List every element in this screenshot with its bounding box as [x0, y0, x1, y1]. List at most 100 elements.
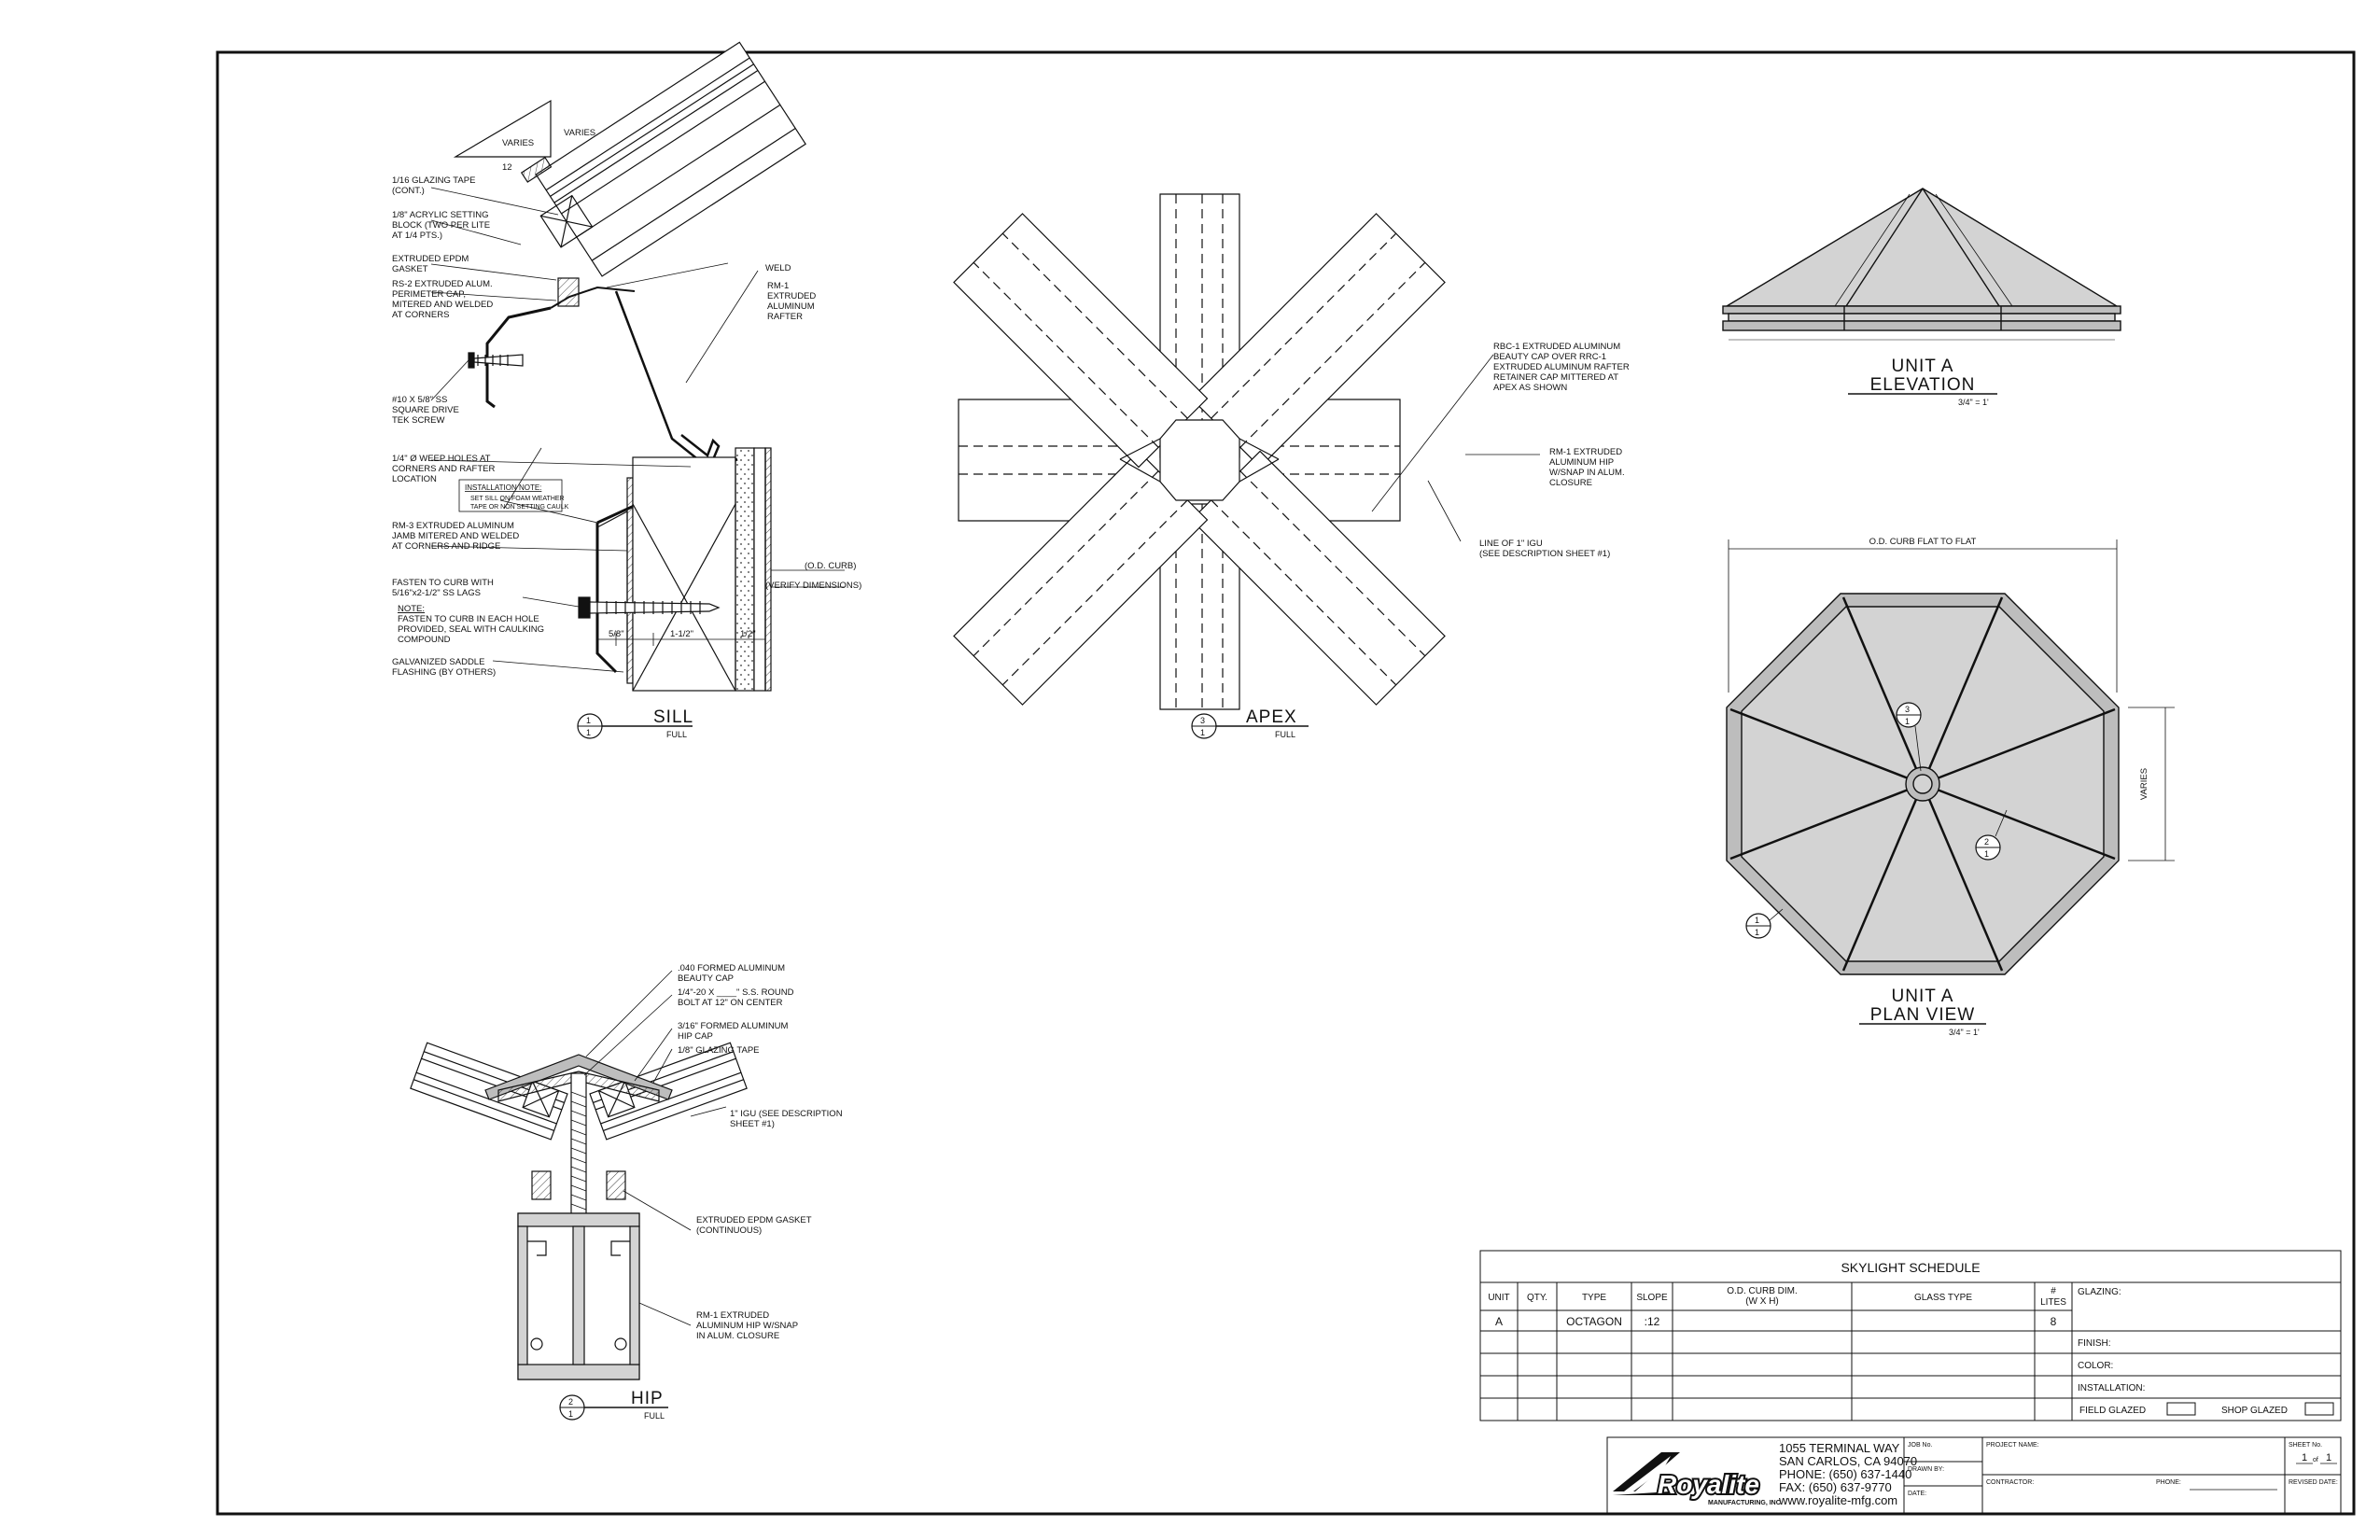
- callout-weld: WELD: [765, 263, 791, 273]
- field-glazed-checkbox[interactable]: [2166, 1402, 2196, 1416]
- apex-callouts: [1371, 354, 1540, 542]
- callout-verify: (VERIFY DIMENSIONS): [765, 581, 861, 591]
- slope-varies-label: VARIES: [564, 128, 595, 138]
- plan-title-1: UNIT A: [1892, 987, 1954, 1006]
- dim-1-1-2: 1-1/2": [670, 629, 693, 639]
- schedule-color-label: COLOR:: [2078, 1361, 2113, 1371]
- plan-od-curb-label: O.D. CURB FLAT TO FLAT: [1869, 537, 1977, 547]
- schedule-text: SKYLIGHT SCHEDULE UNIT QTY. TYPE SLOPE O…: [1488, 1260, 2288, 1416]
- callout-glazing-tape: 1/16 GLAZING TAPE(CONT.): [392, 175, 475, 196]
- schedule-header-dim: O.D. CURB DIM.(W X H): [1727, 1286, 1798, 1307]
- schedule-field-glazed-label: FIELD GLAZED: [2079, 1406, 2146, 1416]
- phone-label: PHONE:: [2156, 1479, 2181, 1486]
- sill-title: SILL: [653, 707, 693, 727]
- logo-wordmark: Royalite: [1658, 1470, 1759, 1499]
- bubble-top: 3: [1200, 716, 1205, 725]
- sheet-no-label: SHEET No.: [2289, 1442, 2322, 1449]
- shop-glazed-checkbox[interactable]: [2304, 1402, 2334, 1416]
- schedule-row-slope: :12: [1645, 1315, 1660, 1328]
- apex-title: APEX: [1246, 707, 1297, 727]
- apex-detail: [953, 193, 1446, 710]
- hip-detail: [410, 1042, 748, 1380]
- date-label: DATE:: [1908, 1491, 1926, 1497]
- schedule-row-unit: A: [1495, 1315, 1503, 1328]
- bubble-bottom: 1: [586, 728, 591, 737]
- title-block: [1606, 1436, 2342, 1515]
- hip-callouts: [583, 970, 727, 1326]
- sill-curb: [632, 456, 736, 692]
- schedule-header-qty: QTY.: [1527, 1293, 1547, 1303]
- plan-scale: 3/4" = 1': [1949, 1028, 1980, 1037]
- dim-5-8: 5/8": [609, 629, 624, 639]
- schedule-finish-label: FINISH:: [2078, 1338, 2111, 1349]
- slope-triangle: [453, 99, 552, 158]
- revised-date-label: REVISED DATE:: [2289, 1479, 2338, 1486]
- callout-note-title: NOTE:: [398, 604, 425, 614]
- plan-ref-2-top: 2: [1984, 837, 1989, 847]
- plan-ref-3-top: 3: [1905, 705, 1910, 714]
- sheet-of: of: [2313, 1457, 2318, 1463]
- contractor-label: CONTRACTOR:: [1986, 1479, 2034, 1486]
- hip-title-block: 2 1 HIP FULL: [559, 1389, 668, 1421]
- installation-note-title: INSTALLATION NOTE:: [465, 483, 541, 492]
- callout-hip-glazing-tape: 1/8" GLAZING TAPE: [678, 1045, 760, 1056]
- plan-ref-2-bottom: 1: [1984, 849, 1989, 859]
- sheet-current: 1: [2302, 1452, 2307, 1463]
- sill-scale: FULL: [666, 730, 687, 739]
- royalite-logo: Royalite MANUFACTURING, INC.: [1613, 1452, 1783, 1506]
- callout-rs2: RS-2 EXTRUDED ALUM.PERIMETER CAP,MITERED…: [392, 279, 493, 320]
- plan-varies-label: VARIES: [2139, 768, 2149, 800]
- sill-detail: VARIES 12 VARIES: [453, 41, 845, 692]
- sill-callout-text: 1/16 GLAZING TAPE(CONT.) 1/8" ACRYLIC SE…: [392, 175, 861, 678]
- drawn-by-label: DRAWN BY:: [1908, 1466, 1944, 1473]
- sheet-border: [216, 50, 2356, 1516]
- bubble-bottom: 1: [1200, 728, 1205, 737]
- dim-1-2: 1/2": [740, 629, 756, 639]
- apex-center: [1159, 419, 1240, 501]
- callout-od-curb: (O.D. CURB): [805, 561, 856, 571]
- logo-subtitle: MANUFACTURING, INC.: [1708, 1500, 1783, 1506]
- schedule-row-lites: 8: [2051, 1315, 2057, 1328]
- plan-ref-1-bottom: 1: [1755, 928, 1759, 937]
- slope-run-label: 12: [502, 162, 512, 173]
- bubble-top: 2: [568, 1397, 573, 1407]
- elevation-title-2: ELEVATION: [1870, 375, 1976, 395]
- hip-scale: FULL: [644, 1411, 665, 1421]
- sill-callouts: [430, 187, 759, 673]
- plan-ref-1-top: 1: [1755, 916, 1759, 925]
- schedule-title: SKYLIGHT SCHEDULE: [1841, 1260, 1980, 1275]
- schedule-header-slope: SLOPE: [1636, 1293, 1668, 1303]
- elevation-view: [1722, 188, 2121, 341]
- schedule-header-lites: #LITES: [2040, 1286, 2066, 1308]
- project-name-label: PROJECT NAME:: [1986, 1442, 2039, 1449]
- plan-view: [1726, 593, 2120, 975]
- plan-title-2: PLAN VIEW: [1870, 1005, 1975, 1025]
- plan-ref-3-bottom: 1: [1905, 717, 1910, 726]
- elevation-scale: 3/4" = 1': [1958, 398, 1989, 407]
- plan-refs: 3 1 2 1 1 1: [1745, 702, 2008, 939]
- schedule-installation-label: INSTALLATION:: [2078, 1383, 2145, 1393]
- plan-title-block: UNIT A PLAN VIEW 3/4" = 1': [1859, 987, 1986, 1037]
- skylight-schedule: [1479, 1250, 2342, 1421]
- schedule-header-unit: UNIT: [1488, 1293, 1509, 1303]
- installation-note-box: [458, 479, 563, 512]
